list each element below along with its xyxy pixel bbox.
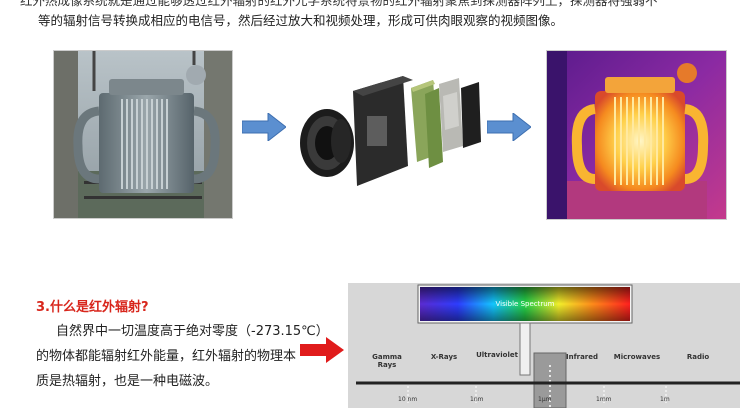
- transformer-photo: [53, 50, 233, 219]
- paragraph-line-3: 质是热辐射，也是一种电磁波。: [36, 374, 219, 389]
- paragraph-line-2: 的物体都能辐射红外能量，红外辐射的物理本: [36, 349, 297, 364]
- band-label-ultraviolet: Ultraviolet: [476, 351, 518, 359]
- intro-text-line-1: 红外热成像系统就是通过能够透过红外辐射的红外光学系统将景物的红外辐射聚焦到探测器…: [20, 0, 658, 8]
- band-label-xrays: X-Rays: [430, 353, 458, 361]
- paragraph-line-1: 自然界中一切温度高于绝对零度（-273.15℃）: [56, 324, 329, 339]
- band-label-radio: Radio: [686, 353, 710, 361]
- thermal-image: [546, 50, 727, 220]
- spectrum-diagram: Visible Spectrum Gamma Rays X-Rays Ultra…: [348, 283, 740, 408]
- band-label-gamma: Gamma Rays: [372, 353, 402, 369]
- camera-exploded-view: [293, 66, 483, 201]
- right-arrow-icon: [487, 113, 531, 141]
- red-right-arrow-icon: [300, 337, 344, 363]
- intro-text-line-2: 等的辐射信号转换成相应的电信号，然后经过放大和视频处理，形成可供肉眼观察的视频图…: [38, 13, 564, 28]
- band-label-infrared: Infrared: [565, 353, 599, 361]
- band-label-microwaves: Microwaves: [613, 353, 661, 361]
- section-title: 3.什么是红外辐射?: [36, 300, 149, 315]
- right-arrow-icon: [242, 113, 286, 141]
- visible-spectrum-label: Visible Spectrum: [495, 300, 555, 308]
